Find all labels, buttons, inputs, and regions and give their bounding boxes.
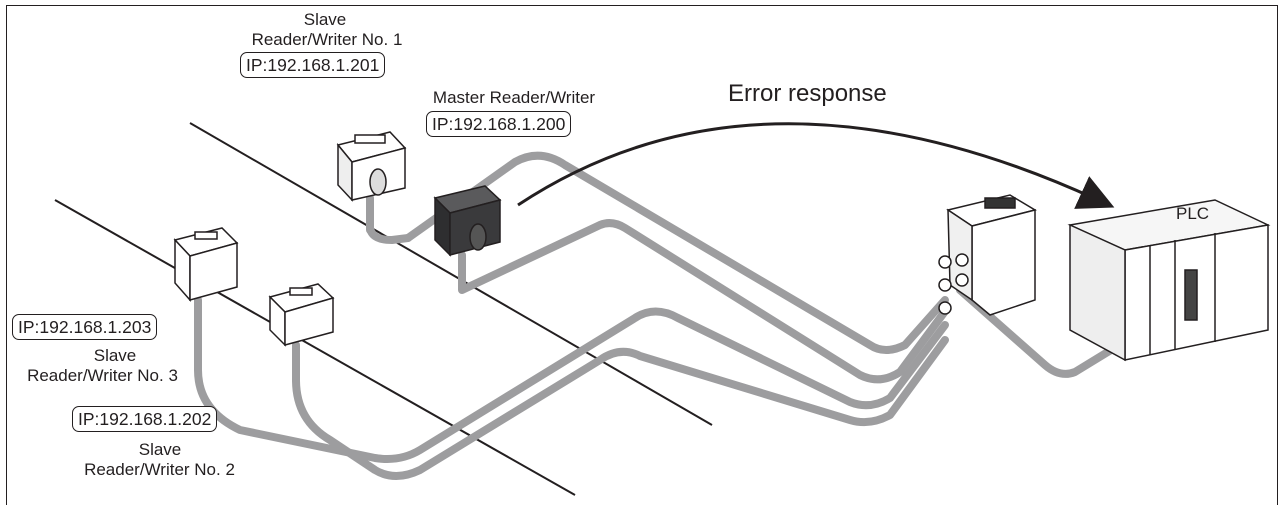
error-response-arrow xyxy=(517,122,1115,209)
plc-label: PLC xyxy=(1176,204,1210,223)
slave3-name: Reader/Writer No. 3 xyxy=(27,366,178,385)
conveyor-line-upper xyxy=(189,122,713,426)
slave3-ip-box: IP:192.168.1.203 xyxy=(12,314,158,340)
cable-master-drop xyxy=(458,219,950,384)
master-device xyxy=(433,185,502,257)
slave1-name: Reader/Writer No. 1 xyxy=(251,30,403,49)
cable-slave2-to-switch xyxy=(292,336,949,480)
master-name: Master Reader/Writer xyxy=(432,88,596,107)
slave2-device xyxy=(268,283,335,347)
slave3-title: Slave xyxy=(93,346,137,365)
cable-switch-to-plc xyxy=(956,286,1164,378)
cable-master-to-switch xyxy=(404,151,949,354)
slave3-device xyxy=(173,227,239,302)
slave2-title: Slave xyxy=(138,440,182,459)
slave1-ip-box: IP:192.168.1.201 xyxy=(240,52,386,78)
slave1-device xyxy=(336,131,407,202)
cable-slave1-to-switch xyxy=(366,194,412,244)
plc-device xyxy=(1067,199,1271,362)
ethernet-switch xyxy=(938,194,1037,316)
slave2-ip-box: IP:192.168.1.202 xyxy=(72,406,218,432)
error-response-label: Error response xyxy=(728,80,887,107)
master-ip-box: IP:192.168.1.200 xyxy=(426,111,572,137)
slave2-name: Reader/Writer No. 2 xyxy=(84,460,235,479)
slave1-title: Slave xyxy=(303,10,347,29)
conveyor-line-lower xyxy=(54,199,576,496)
